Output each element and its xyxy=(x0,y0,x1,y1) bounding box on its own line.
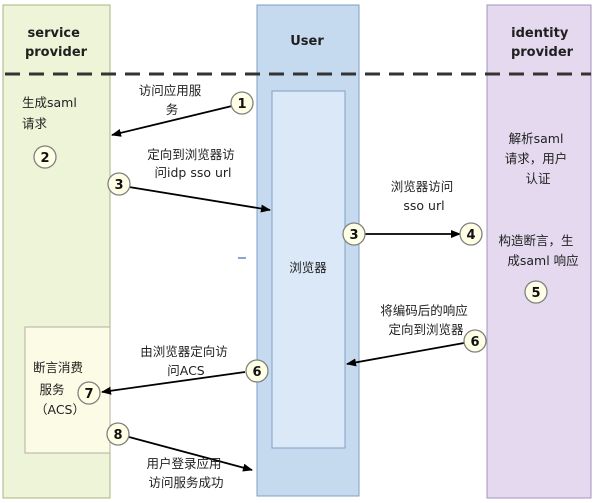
note-line: 请求，用户 xyxy=(505,151,568,166)
step-1-marker: 1 xyxy=(230,91,254,115)
acs-label: 断言消费 服务 （ACS） xyxy=(33,360,87,417)
acs-label-line: 服务 xyxy=(40,382,65,397)
step-number: 6 xyxy=(252,365,261,380)
label-line: 定向到浏览器访 xyxy=(147,147,235,162)
step-5-marker: 5 xyxy=(524,280,548,304)
note-line: 生成saml xyxy=(22,95,77,110)
step-3-sp-label: 定向到浏览器访 问idp sso url xyxy=(147,147,239,180)
label-line: 问idp sso url xyxy=(155,165,232,180)
step-4-marker: 4 xyxy=(459,222,483,246)
step-number: 3 xyxy=(349,228,358,243)
label-line: 务 xyxy=(166,102,179,117)
step-number: 4 xyxy=(466,228,475,243)
step-6-idp-marker: 6 xyxy=(463,329,487,353)
label-line: 问ACS xyxy=(167,363,205,378)
sp-title-line: service xyxy=(28,26,81,41)
arrow-step-3-to-browser xyxy=(128,186,271,213)
arrow-step-8 xyxy=(128,436,253,472)
arrow-step-6-to-browser xyxy=(346,342,465,367)
label-line: sso url xyxy=(403,198,444,213)
label-line: 浏览器访问 xyxy=(391,179,454,194)
idp-assert-note: 构造断言，生 成saml 响应 xyxy=(499,233,579,268)
step-number: 5 xyxy=(531,286,540,301)
step-8-marker: 8 xyxy=(106,422,130,446)
identity-provider-lane xyxy=(486,4,592,499)
browser-label: 浏览器 xyxy=(289,260,327,275)
label-line: 将编码后的响应 xyxy=(380,303,468,318)
note-line: 解析saml xyxy=(509,131,564,146)
label-line: 由浏览器定向访 xyxy=(140,344,228,359)
step-3-user-label: 浏览器访问 sso url xyxy=(391,179,458,213)
note-line: 认证 xyxy=(525,171,551,186)
step-2-marker: 2 xyxy=(33,145,57,169)
user-title: User xyxy=(290,34,324,49)
step-number: 2 xyxy=(40,151,49,166)
step-3-user-marker: 3 xyxy=(342,222,366,246)
step-number: 3 xyxy=(114,178,123,193)
arrow-step-6-to-acs xyxy=(101,371,246,395)
step-number: 1 xyxy=(237,97,246,112)
step-1-label: 访问应用服 务 xyxy=(139,83,206,117)
step-3-sp-marker: 3 xyxy=(107,172,131,196)
acs-label-line: 断言消费 xyxy=(33,360,83,375)
service-provider-title: service provider xyxy=(25,26,88,60)
label-line: 用户登录应用 xyxy=(147,456,222,471)
sp-generate-note: 生成saml 请求 xyxy=(22,95,81,131)
note-line: 成saml 响应 xyxy=(507,253,578,268)
sp-title-line: provider xyxy=(25,45,88,60)
step-number: 6 xyxy=(470,335,479,350)
step-8-label: 用户登录应用 访问服务成功 xyxy=(147,456,226,490)
idp-title-line: identity xyxy=(511,26,569,41)
idp-parse-note: 解析saml 请求，用户 认证 xyxy=(505,131,572,186)
acs-label-line: （ACS） xyxy=(35,402,85,417)
step-7-marker: 7 xyxy=(77,381,101,405)
label-line: 定向到浏览器 xyxy=(388,322,464,337)
note-line: 请求 xyxy=(22,116,48,131)
arrow-step-1 xyxy=(111,105,233,137)
browser-box xyxy=(271,90,346,449)
label-line: 访问应用服 xyxy=(139,83,202,98)
identity-provider-title: identity provider xyxy=(511,26,574,60)
note-line: 构造断言，生 xyxy=(499,233,574,248)
step-6-idp-label: 将编码后的响应 定向到浏览器 xyxy=(380,303,472,337)
step-6-user-marker: 6 xyxy=(245,359,269,383)
idp-title-line: provider xyxy=(511,45,574,60)
step-number: 8 xyxy=(113,428,122,443)
step-number: 7 xyxy=(84,387,93,402)
step-6-user-label: 由浏览器定向访 问ACS xyxy=(140,344,232,378)
label-line: 访问服务成功 xyxy=(148,475,223,490)
